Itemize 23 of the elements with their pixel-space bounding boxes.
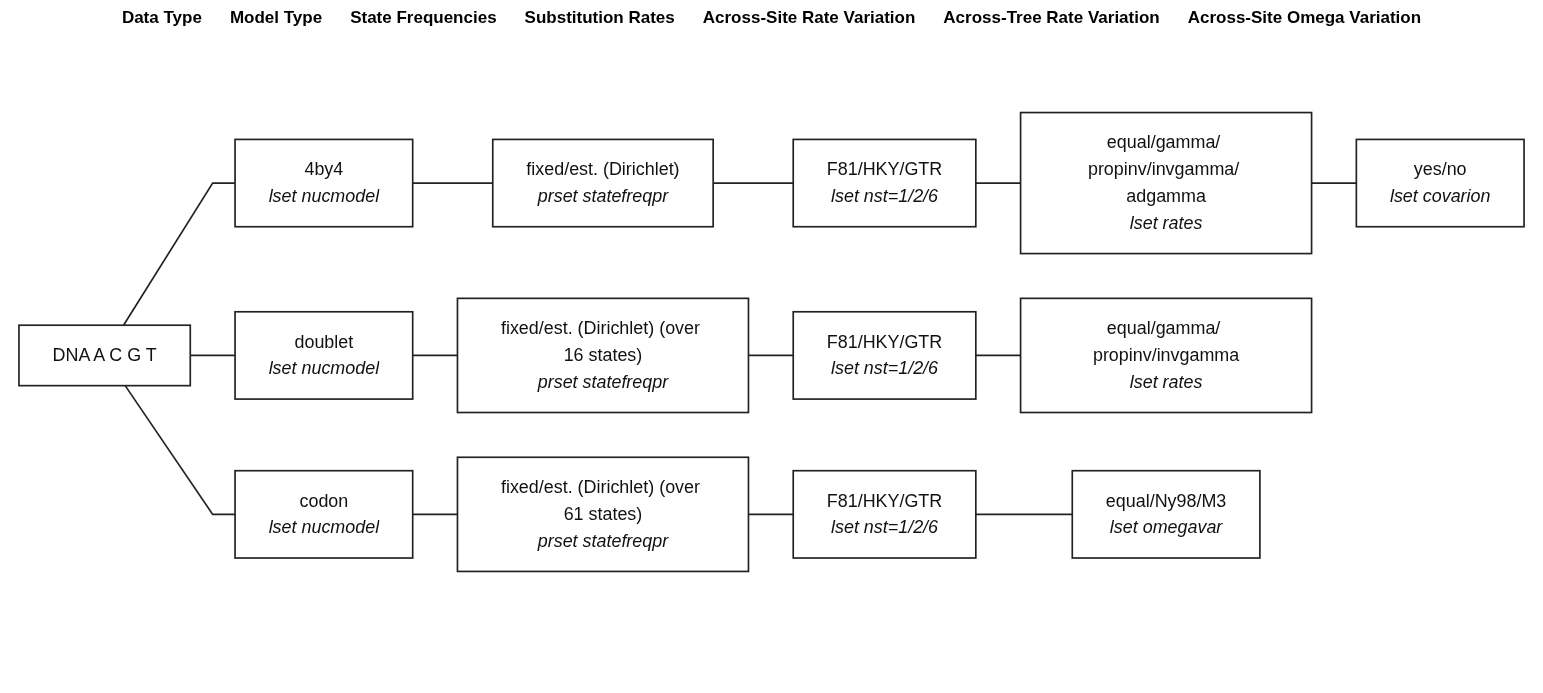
node-box: doublet lset nucmodel — [234, 310, 414, 400]
node-box: 4by4 lset nucmodel — [234, 138, 414, 228]
connector — [124, 384, 236, 516]
column-heading: State Frequencies — [350, 8, 497, 28]
node-box: codon lset nucmodel — [234, 469, 414, 559]
node-box: equal/gamma/ propinv/invgamma/ adgamma lset rates — [1019, 111, 1313, 255]
node-box: fixed/est. (Dirichlet) prset statefreqpr — [491, 138, 714, 228]
node-box: fixed/est. (Dirichlet) (over 61 states) prset statefreqpr — [456, 456, 750, 573]
node-box: DNA A C G T — [18, 324, 192, 387]
node-box: F81/HKY/GTR lset nst=1/2/6 — [792, 310, 977, 400]
node-box: equal/Ny98/M3 lset omegavar — [1071, 469, 1261, 559]
column-heading: Substitution Rates — [524, 8, 675, 28]
column-heading: Across-Site Omega Variation — [1187, 8, 1422, 28]
column-heading: Data Type — [121, 8, 202, 28]
node-box: yes/no lset covarion — [1355, 138, 1525, 228]
column-heading: Across-Site Rate Variation — [702, 8, 916, 28]
connector — [122, 182, 236, 327]
node-box: equal/gamma/ propinv/invgamma lset rates — [1019, 297, 1313, 414]
node-box: fixed/est. (Dirichlet) (over 16 states) prset statefreqpr — [456, 297, 750, 414]
node-box: F81/HKY/GTR lset nst=1/2/6 — [792, 138, 977, 228]
column-heading: Model Type — [229, 8, 323, 28]
node-box: F81/HKY/GTR lset nst=1/2/6 — [792, 469, 977, 559]
column-heading: Across-Tree Rate Variation — [943, 8, 1160, 28]
